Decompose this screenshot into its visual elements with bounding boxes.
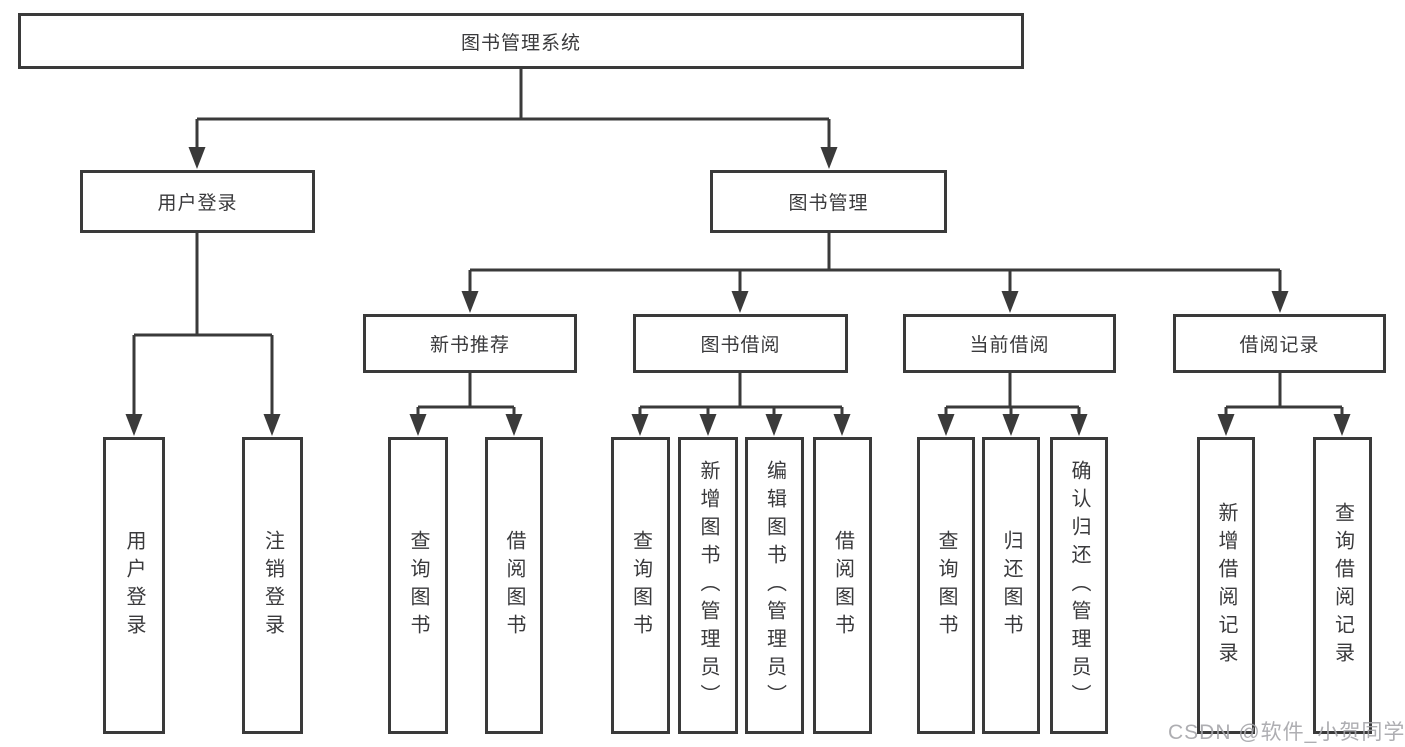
arrowhead-icons [125, 147, 1351, 436]
leaf-query-books-recommend: 查询图书 [388, 437, 448, 734]
node-user-login: 用户登录 [80, 170, 315, 233]
leaf-confirm-return-admin: 确认归还（管理员） [1050, 437, 1108, 734]
leaf-borrow-books-recommend: 借阅图书 [485, 437, 543, 734]
leaf-label: 查询图书 [407, 529, 429, 642]
leaf-user-login: 用户登录 [103, 437, 165, 734]
leaf-label: 确认归还（管理员） [1068, 459, 1090, 712]
leaf-query-books-current: 查询图书 [917, 437, 975, 734]
leaf-edit-books-admin: 编辑图书（管理员） [745, 437, 804, 734]
node-new-book-recommend: 新书推荐 [363, 314, 577, 373]
node-borrow-records: 借阅记录 [1173, 314, 1386, 373]
csdn-watermark: CSDN @软件_小贺同学 [1168, 721, 1405, 744]
node-book-management: 图书管理 [710, 170, 947, 233]
leaf-add-borrow-record: 新增借阅记录 [1197, 437, 1255, 734]
leaf-label: 查询借阅记录 [1331, 501, 1354, 670]
leaf-label: 用户登录 [123, 529, 145, 642]
leaf-label: 新增借阅记录 [1215, 501, 1237, 670]
node-label: 图书管理 [788, 193, 869, 214]
node-label: 图书借阅 [700, 335, 781, 356]
leaf-label: 编辑图书（管理员） [763, 459, 786, 712]
node-label: 当前借阅 [969, 335, 1050, 356]
node-root-system: 图书管理系统 [18, 13, 1024, 69]
leaf-logout: 注销登录 [242, 437, 303, 734]
leaf-label: 注销登录 [261, 529, 284, 642]
leaf-label: 归还图书 [1000, 529, 1022, 642]
node-label: 用户登录 [157, 193, 238, 214]
leaf-label: 借阅图书 [831, 529, 854, 642]
node-label: 新书推荐 [429, 335, 510, 356]
leaf-add-books-admin: 新增图书（管理员） [678, 437, 738, 734]
node-label: 借阅记录 [1239, 335, 1320, 356]
leaf-label: 借阅图书 [503, 529, 525, 642]
leaf-query-books-borrow: 查询图书 [611, 437, 670, 734]
node-book-borrow: 图书借阅 [633, 314, 848, 373]
leaf-label: 新增图书（管理员） [697, 459, 719, 712]
leaf-label: 查询图书 [935, 529, 957, 642]
node-current-borrow: 当前借阅 [903, 314, 1116, 373]
leaf-borrow-books: 借阅图书 [813, 437, 872, 734]
leaf-return-books: 归还图书 [982, 437, 1040, 734]
node-label: 图书管理系统 [460, 32, 581, 54]
leaf-label: 查询图书 [629, 529, 652, 642]
leaf-query-borrow-record: 查询借阅记录 [1313, 437, 1372, 734]
